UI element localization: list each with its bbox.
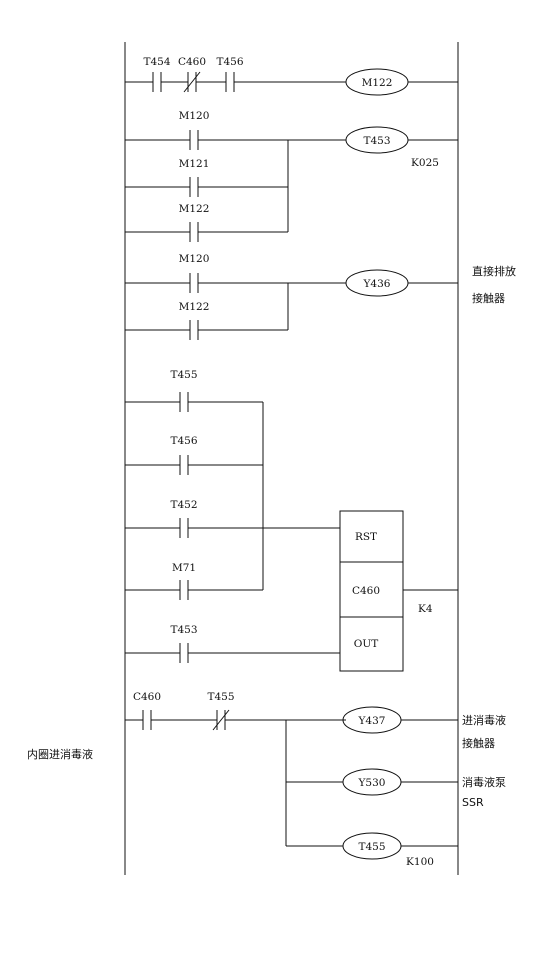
- coil-label: M122: [362, 77, 393, 89]
- counter-rst-label: RST: [355, 531, 377, 543]
- coil-label: Y436: [363, 278, 391, 290]
- contact-no-icon: [225, 72, 235, 92]
- coil-note: 接触器: [462, 736, 495, 750]
- contact-label: T456: [170, 435, 197, 447]
- contact-label: T452: [170, 499, 197, 511]
- rung-3: M120 M122 Y436 直接排放 接触器: [125, 253, 516, 340]
- rung-2: M120 M121 M122 T453 K025: [125, 110, 458, 242]
- contact-label: M120: [179, 253, 210, 265]
- counter-name: C460: [352, 585, 380, 597]
- rung-5: 内圈进消毒液 C460 T455 Y437 Y530 T455 K100 进消毒…: [27, 691, 506, 868]
- contact-no-icon: [152, 72, 162, 92]
- coil-note: 消毒液泵: [462, 775, 506, 789]
- contact-no-icon: [179, 643, 189, 663]
- contact-no-icon: [179, 518, 189, 538]
- coil-note: 进消毒液: [462, 713, 506, 727]
- contact-label: T455: [170, 369, 197, 381]
- contact-label: C460: [178, 56, 206, 68]
- contact-no-icon: [142, 710, 152, 730]
- coil-setting: K100: [406, 856, 434, 868]
- counter-block: [339, 510, 404, 672]
- rung-note: 内圈进消毒液: [27, 747, 93, 761]
- contact-label: T453: [170, 624, 197, 636]
- contact-label: T456: [216, 56, 243, 68]
- contact-no-icon: [179, 580, 189, 600]
- contact-no-icon: [179, 455, 189, 475]
- contact-no-icon: [189, 273, 199, 293]
- contact-no-icon: [179, 392, 189, 412]
- contact-label: M121: [179, 158, 210, 170]
- contact-label: C460: [133, 691, 161, 703]
- coil-label: T455: [358, 841, 385, 853]
- rung-1: T454 C460 T456 M122: [125, 56, 458, 96]
- coil-setting: K025: [411, 157, 439, 169]
- counter-setting: K4: [418, 603, 433, 615]
- contact-no-icon: [189, 222, 199, 242]
- coil-note: 直接排放: [472, 264, 516, 278]
- contact-no-icon: [189, 177, 199, 197]
- contact-no-icon: [189, 320, 199, 340]
- coil-label: T453: [363, 135, 390, 147]
- rung-4: T455 T456 T452 M71 T453 RST C460 OUT K4: [125, 369, 458, 672]
- contact-label: M120: [179, 110, 210, 122]
- coil-label: Y437: [358, 715, 386, 727]
- contact-label: T455: [207, 691, 234, 703]
- coil-note: 接触器: [472, 291, 505, 305]
- coil-label: Y530: [358, 777, 386, 789]
- contact-label: M122: [179, 301, 210, 313]
- contact-label: M122: [179, 203, 210, 215]
- contact-label: T454: [143, 56, 170, 68]
- contact-no-icon: [189, 130, 199, 150]
- contact-label: M71: [172, 562, 196, 574]
- counter-out-label: OUT: [354, 638, 378, 650]
- coil-note: SSR: [462, 796, 484, 809]
